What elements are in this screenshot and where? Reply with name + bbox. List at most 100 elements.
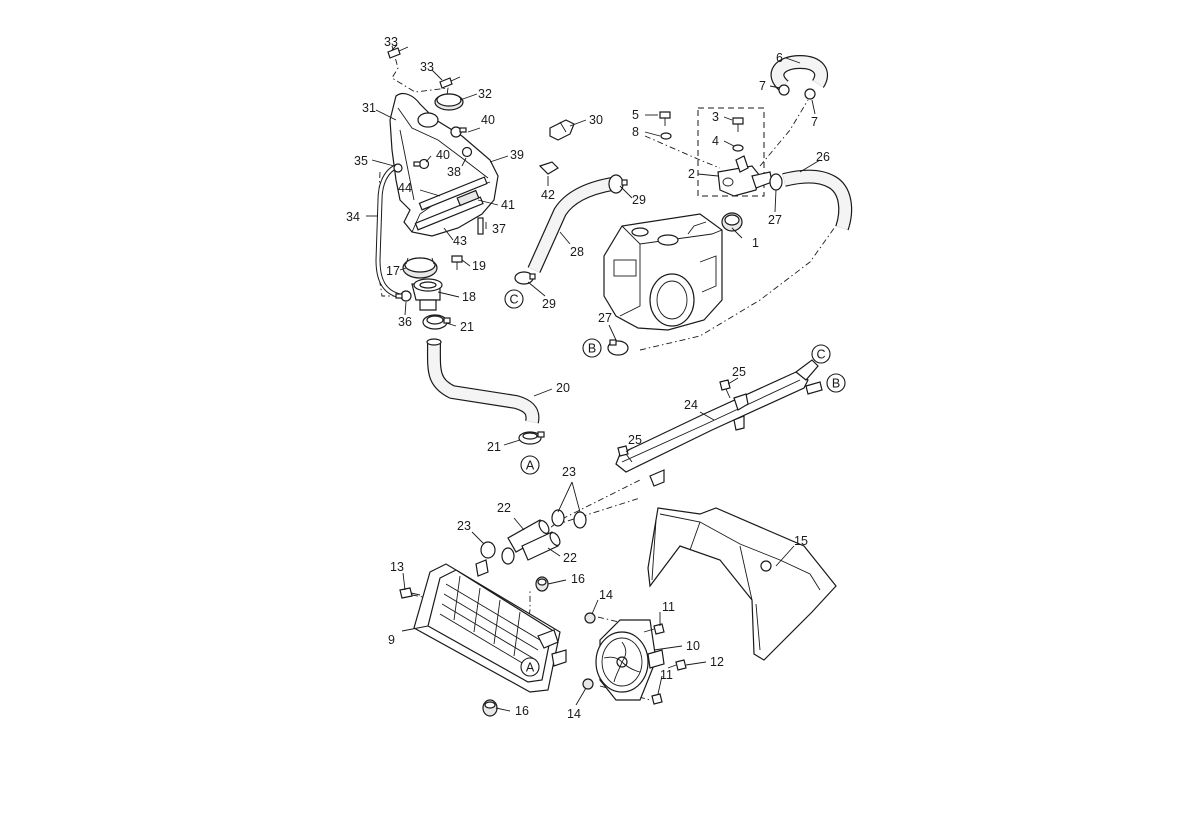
- ref-a-upper: A: [520, 455, 540, 475]
- overflow-hose-34: [375, 163, 401, 299]
- callout-25-lower: 25: [628, 433, 642, 447]
- callout-10: 10: [686, 639, 700, 653]
- cooling-fan-10: [595, 619, 665, 701]
- hose-clamp-40-upper: [450, 126, 467, 138]
- svg-text:A: A: [526, 459, 535, 473]
- callout-29-upper: 29: [632, 193, 646, 207]
- hose-clamp-7-right: [804, 88, 816, 100]
- callout-20: 20: [556, 381, 570, 395]
- svg-text:A: A: [526, 661, 535, 675]
- callout-35: 35: [354, 154, 368, 168]
- coolant-hose-28: [527, 177, 614, 273]
- grommet-16-lower: [482, 699, 498, 717]
- hose-clamp-23-d: [501, 547, 515, 565]
- grommet-16-upper: [535, 576, 549, 592]
- clip-42: [538, 161, 559, 175]
- callout-34: 34: [346, 210, 360, 224]
- hose-clamp-36: [395, 290, 412, 302]
- bolt-25-lower: [617, 445, 633, 463]
- svg-text:B: B: [588, 342, 596, 356]
- hose-clamp-23-a: [551, 509, 565, 527]
- hose-clamp-23-c: [480, 541, 496, 559]
- bypass-hose-6: [770, 55, 829, 92]
- hose-clamp-38: [461, 146, 473, 158]
- callout-37: 37: [492, 222, 506, 236]
- callout-24: 24: [684, 398, 698, 412]
- fan-shroud-15: [647, 507, 837, 661]
- hose-clamp-29-lower: [514, 271, 536, 285]
- callout-28: 28: [570, 245, 584, 259]
- callout-13: 13: [390, 560, 404, 574]
- callout-21-upper: 21: [460, 320, 474, 334]
- callout-39: 39: [510, 148, 524, 162]
- collar-14-lower: [582, 678, 594, 690]
- hose-clamp-21-upper: [422, 314, 451, 330]
- thermostat-group-box: [697, 107, 765, 197]
- callout-15: 15: [794, 534, 808, 548]
- collar-37: [477, 217, 484, 235]
- screw-13: [399, 587, 421, 599]
- callout-26: 26: [816, 150, 830, 164]
- callout-32: 32: [478, 87, 492, 101]
- callout-23-right: 23: [562, 465, 576, 479]
- callout-numbers: 1 2 3 4 5 6 7 7 8 9 10 11 11 12 13 14 14…: [346, 35, 830, 721]
- bolt-11-upper: [643, 623, 665, 635]
- callout-16-upper: 16: [571, 572, 585, 586]
- washer-8: [660, 132, 672, 140]
- callout-29-lower: 29: [542, 297, 556, 311]
- callout-30: 30: [589, 113, 603, 127]
- bolt-33-upper: [387, 46, 409, 59]
- svg-text:C: C: [509, 293, 518, 307]
- callout-43: 43: [453, 234, 467, 248]
- callout-18: 18: [462, 290, 476, 304]
- hose-clamp-21-lower: [518, 431, 545, 445]
- callout-27-upper: 27: [768, 213, 782, 227]
- callout-40-left: 40: [436, 148, 450, 162]
- callout-23-left: 23: [457, 519, 471, 533]
- callout-3: 3: [712, 110, 719, 124]
- bolt-3: [732, 117, 744, 132]
- callout-40-right: 40: [481, 113, 495, 127]
- callout-31: 31: [362, 101, 376, 115]
- radiator-cap-17: [402, 257, 438, 279]
- thermostat-housing-2: [717, 155, 773, 197]
- ref-b-pipe: B: [826, 373, 846, 393]
- callout-16-lower: 16: [515, 704, 529, 718]
- hose-clamp-23-b: [573, 511, 587, 529]
- callout-11-upper: 11: [662, 600, 675, 614]
- callout-27-lower: 27: [598, 311, 612, 325]
- ref-c-hose: C: [504, 289, 524, 309]
- hose-clamp-35: [393, 163, 403, 173]
- callout-25-upper: 25: [732, 365, 746, 379]
- callout-33-upper: 33: [384, 35, 398, 49]
- hose-clamp-7-left: [778, 84, 790, 96]
- short-hose-22-lower: [521, 531, 561, 561]
- rubber-pad-41: [456, 189, 480, 207]
- callout-44: 44: [398, 181, 412, 195]
- bolt-5: [659, 111, 671, 126]
- callout-42: 42: [541, 188, 555, 202]
- hose-clamp-29-upper: [608, 174, 628, 194]
- bolt-25-upper: [719, 379, 731, 399]
- ref-b-hose: B: [582, 338, 602, 358]
- callout-22-lower: 22: [563, 551, 577, 565]
- callout-9: 9: [388, 633, 395, 647]
- callout-1: 1: [752, 236, 759, 250]
- callout-8: 8: [632, 125, 639, 139]
- bolt-33-lower: [439, 76, 461, 89]
- svg-text:C: C: [816, 348, 825, 362]
- callout-17: 17: [386, 264, 400, 278]
- callout-7-left: 7: [759, 79, 766, 93]
- thermostat-1: [721, 212, 743, 232]
- callout-14-upper: 14: [599, 588, 613, 602]
- callout-21-lower: 21: [487, 440, 501, 454]
- callout-7-right: 7: [811, 115, 818, 129]
- callout-4: 4: [712, 134, 719, 148]
- callout-22-upper: 22: [497, 501, 511, 515]
- callout-14-lower: 14: [567, 707, 581, 721]
- bolt-11-lower: [651, 693, 663, 705]
- reservoir-cap: [434, 93, 464, 111]
- callout-36: 36: [398, 315, 412, 329]
- callout-12: 12: [710, 655, 724, 669]
- hose-clamp-27-lower: [607, 339, 629, 356]
